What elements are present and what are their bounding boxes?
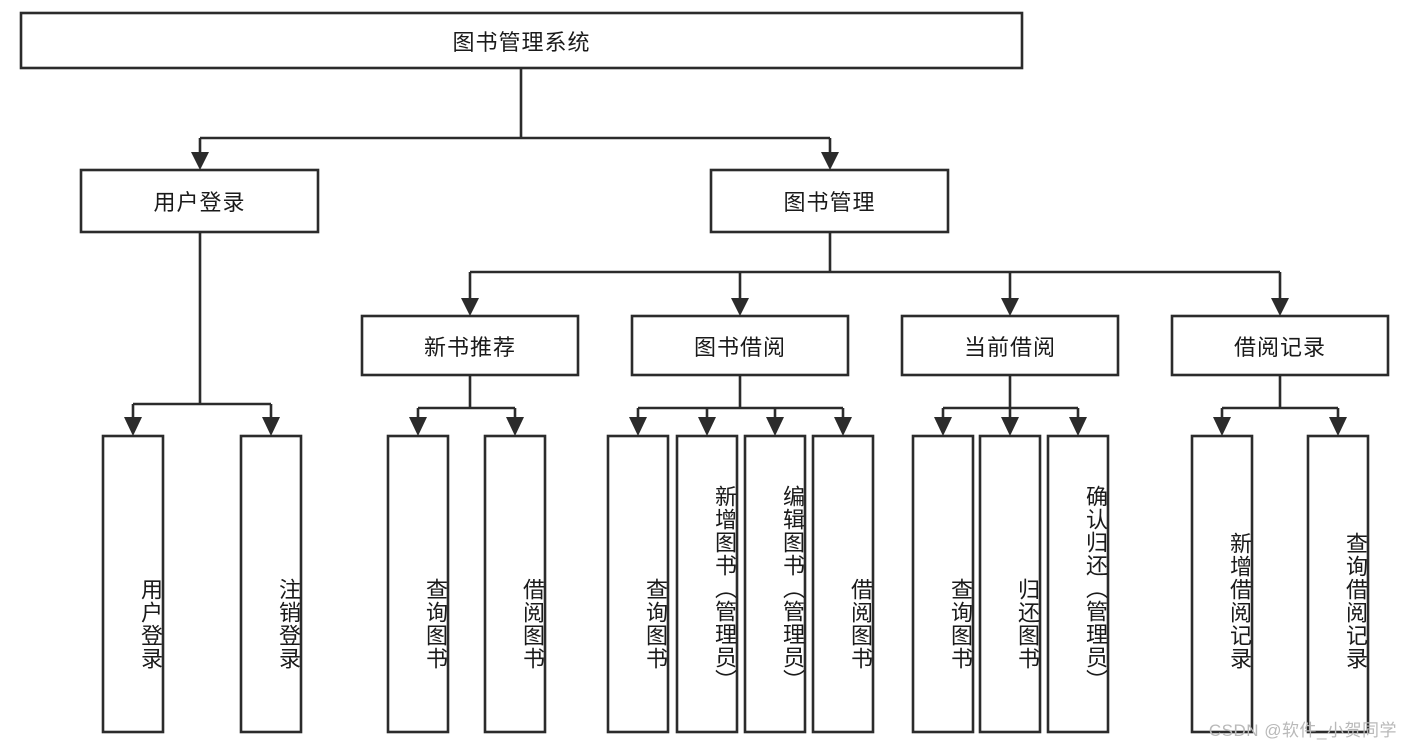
arrowhead-bookborrow-leaf-3: [766, 417, 784, 436]
arrowhead-bookmgmt-to-borrow: [731, 298, 749, 316]
arrowhead-newbook-leaf-1: [409, 417, 427, 436]
arrowhead-bookmgmt-to-newbook: [461, 298, 479, 316]
leaf-box-add-borrow-record[interactable]: [1190, 434, 1254, 734]
node-book-management-box[interactable]: [709, 168, 950, 234]
leaf-box-logout[interactable]: [239, 434, 303, 734]
connector-bookborrow-bus: [638, 375, 843, 410]
arrowhead-currentborrow-leaf-3: [1069, 417, 1087, 436]
arrowhead-borrowrecord-leaf-2: [1329, 417, 1347, 436]
node-borrow-record-box[interactable]: [1170, 314, 1390, 377]
arrowhead-bookborrow-leaf-1: [629, 417, 647, 436]
leaf-box-edit-book-admin[interactable]: [743, 434, 807, 734]
arrowhead-bookmgmt-to-record: [1271, 298, 1289, 316]
arrowhead-userlogin-leaf-2: [262, 417, 280, 436]
arrowhead-root-to-userlogin: [191, 152, 209, 170]
node-new-book-recommend-box[interactable]: [360, 314, 580, 377]
arrowhead-currentborrow-leaf-2: [1001, 417, 1019, 436]
connector-currentborrow-bus: [943, 375, 1078, 410]
arrowhead-bookborrow-leaf-4: [834, 417, 852, 436]
node-root-box[interactable]: [19, 11, 1024, 70]
arrowhead-borrowrecord-leaf-1: [1213, 417, 1231, 436]
arrowhead-currentborrow-leaf-1: [934, 417, 952, 436]
arrowhead-bookborrow-leaf-2: [698, 417, 716, 436]
connector-userlogin-bus: [133, 232, 271, 406]
node-current-borrow-box[interactable]: [900, 314, 1120, 377]
node-book-borrow-box[interactable]: [630, 314, 850, 377]
leaf-box-borrow-book-1[interactable]: [483, 434, 547, 734]
leaf-box-user-login[interactable]: [101, 434, 165, 734]
connector-newbook-bus: [418, 375, 515, 410]
node-user-login-box[interactable]: [79, 168, 320, 234]
leaf-box-add-book-admin[interactable]: [675, 434, 739, 734]
arrowhead-newbook-leaf-2: [506, 417, 524, 436]
arrowhead-userlogin-leaf-1: [124, 417, 142, 436]
leaf-box-return-book[interactable]: [978, 434, 1042, 734]
connector-bookmgmt-bus: [470, 232, 1280, 274]
leaf-box-query-book-3[interactable]: [911, 434, 975, 734]
leaf-box-confirm-return-admin[interactable]: [1046, 434, 1110, 734]
leaf-box-query-book-1[interactable]: [386, 434, 450, 734]
connector-root-bus: [200, 68, 830, 140]
leaf-box-borrow-book-2[interactable]: [811, 434, 875, 734]
arrowhead-bookmgmt-to-current: [1001, 298, 1019, 316]
arrowhead-root-to-bookmgmt: [821, 152, 839, 170]
leaf-box-query-borrow-record[interactable]: [1306, 434, 1370, 734]
connector-borrowrecord-bus: [1222, 375, 1338, 410]
leaf-box-query-book-2[interactable]: [606, 434, 670, 734]
